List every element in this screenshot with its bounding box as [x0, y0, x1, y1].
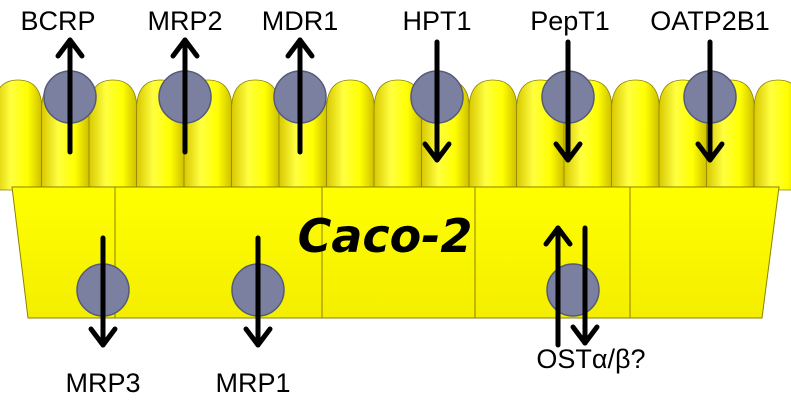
transporter-label: MRP1 — [215, 368, 290, 398]
transport-arrow-head — [243, 326, 273, 348]
transport-arrow-head — [55, 37, 85, 59]
transport-arrow-head — [88, 326, 118, 348]
microvillus — [0, 79, 43, 191]
transporter-bcrp — [43, 37, 97, 155]
microvillus — [326, 79, 375, 191]
transporter-mrp2 — [158, 37, 212, 155]
transporter-pept1 — [541, 39, 595, 163]
microvillus — [468, 79, 518, 191]
transporter-label: HPT1 — [402, 6, 471, 36]
transport-arrow-head — [285, 37, 315, 59]
transport-arrow-head — [553, 141, 583, 163]
transporter-oatp2b1 — [683, 39, 737, 163]
microvillus — [753, 79, 791, 191]
transport-arrow-head — [543, 225, 573, 247]
transport-arrow-head — [695, 141, 725, 163]
transporter-layer — [43, 37, 737, 348]
microvillus — [231, 79, 280, 191]
transporter-mdr1 — [273, 37, 327, 155]
transporter-label: MRP3 — [65, 368, 140, 398]
transporter-ost — [543, 225, 600, 348]
transport-arrow-head — [570, 324, 600, 346]
transport-arrow-head — [422, 141, 452, 163]
transporter-mrp3 — [76, 235, 130, 348]
cell-line-label: Caco-2 — [298, 209, 473, 263]
transporter-label: MRP2 — [147, 6, 222, 36]
transporter-hpt1 — [410, 39, 464, 163]
transporter-protein — [546, 263, 600, 317]
transporter-label: PepT1 — [530, 6, 610, 36]
transport-arrow-head — [170, 37, 200, 59]
transporter-label: OATP2B1 — [650, 6, 770, 36]
transporter-label: BCRP — [20, 6, 95, 36]
transporter-mrp1 — [231, 235, 285, 348]
transporter-label: OSTα/β? — [536, 344, 645, 374]
transporter-label: MDR1 — [262, 6, 339, 36]
microvillus — [611, 79, 660, 191]
microvilli-layer — [0, 79, 791, 191]
